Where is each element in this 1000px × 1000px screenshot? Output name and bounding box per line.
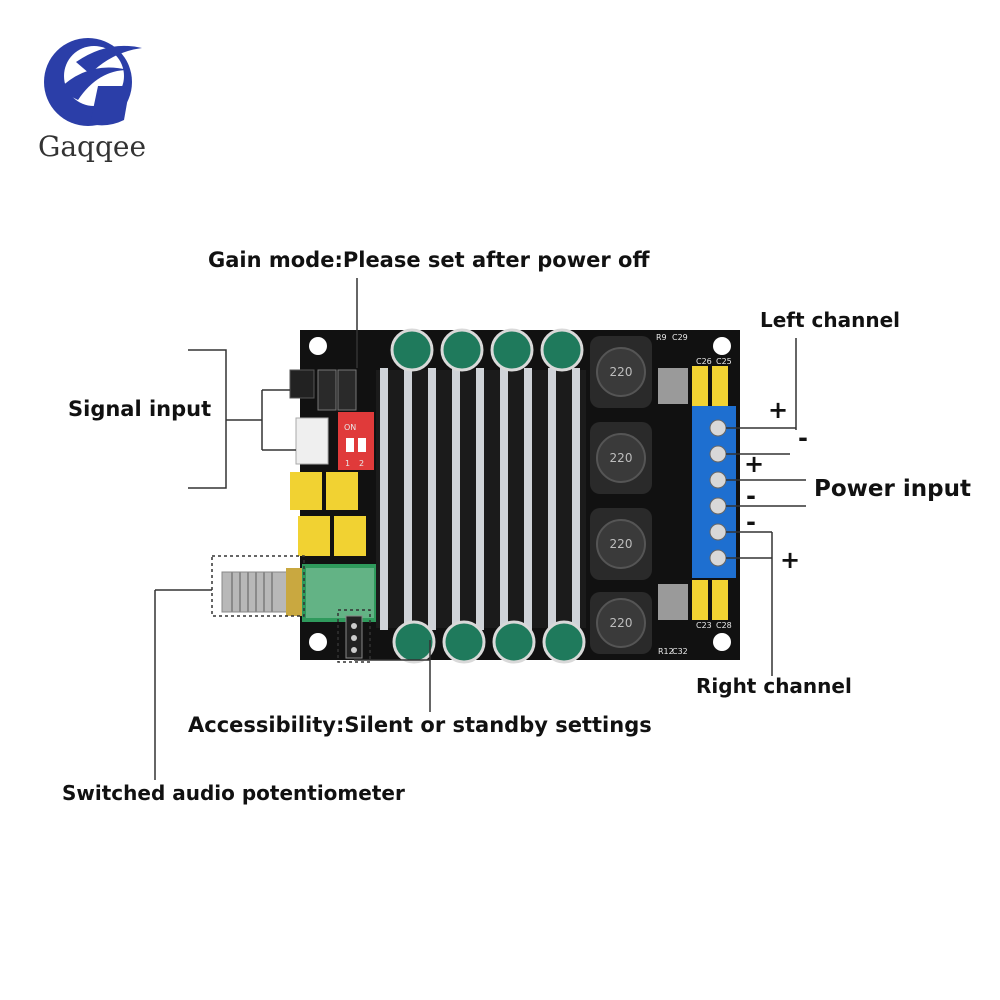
dip-2-marking: 2: [359, 459, 364, 468]
sign-right-plus: +: [780, 546, 801, 574]
c25-marking: C25: [716, 357, 732, 366]
c28-marking: C28: [716, 621, 732, 630]
sign-left-plus: +: [768, 396, 789, 424]
c26-marking: C26: [696, 357, 712, 366]
label-accessibility: Accessibility:Silent or standby settings: [188, 713, 652, 737]
r9-marking: R9: [656, 333, 667, 342]
brand-logo-icon: [44, 38, 142, 126]
inductor-value-2: 220: [610, 451, 633, 465]
r12-marking: R12: [658, 647, 674, 656]
label-signal-input: Signal input: [68, 397, 212, 421]
c32-marking: C32: [672, 647, 688, 656]
brand-name: Gaqqee: [38, 130, 147, 163]
label-potentiometer: Switched audio potentiometer: [62, 781, 405, 805]
label-right-channel: Right channel: [696, 674, 852, 698]
inductors: [590, 336, 652, 654]
inductor-value-4: 220: [610, 616, 633, 630]
dip-on-marking: ON: [344, 423, 356, 432]
inductor-value-3: 220: [610, 537, 633, 551]
capacitors-bottom: [392, 620, 586, 664]
signal-connector: [295, 417, 329, 465]
sign-power-minus-1: -: [746, 482, 756, 510]
label-gain-mode: Gain mode:Please set after power off: [208, 248, 650, 272]
c29-marking: C29: [672, 333, 688, 342]
sign-power-minus-2: -: [746, 508, 756, 536]
potentiometer-body: [302, 564, 378, 622]
audio-jack: [289, 369, 315, 399]
c23-marking: C23: [696, 621, 712, 630]
label-left-channel: Left channel: [760, 308, 901, 332]
capacitors-top: [390, 328, 584, 372]
label-power-input: Power input: [814, 476, 971, 502]
inductor-value-1: 220: [610, 365, 633, 379]
sign-left-minus: -: [798, 424, 808, 452]
sign-power-plus: +: [744, 450, 765, 478]
potentiometer-shaft: [221, 571, 299, 613]
leader-lines: [154, 278, 806, 780]
dip-switch: [338, 412, 374, 470]
dip-1-marking: 1: [345, 459, 350, 468]
